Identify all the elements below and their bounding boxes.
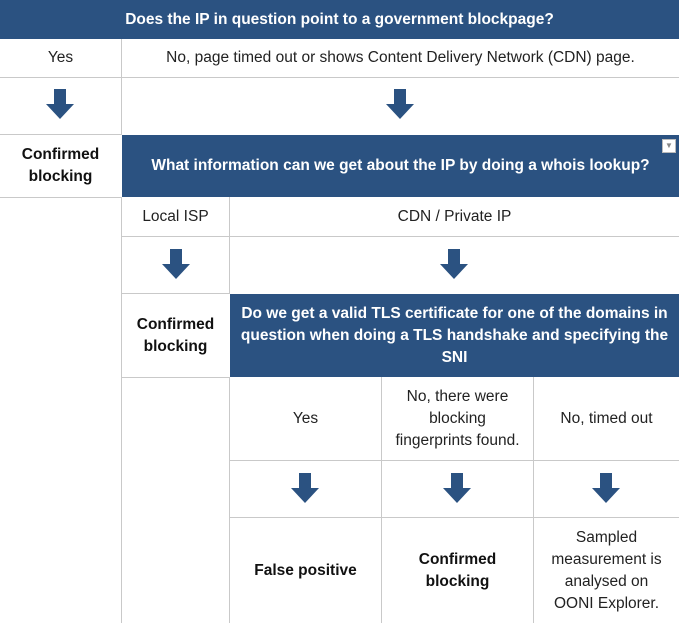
grid-line	[0, 197, 122, 198]
outcome-sampled-line: OONI Explorer.	[553, 594, 660, 612]
grid-line	[533, 377, 534, 623]
outcome-sampled-line: Sampled	[575, 528, 638, 546]
answer-tls-timeout-label: No, timed out	[560, 409, 653, 427]
grid-line	[121, 197, 122, 623]
down-arrow-icon	[46, 89, 74, 119]
grid-line	[122, 293, 230, 294]
grid-line	[0, 134, 122, 135]
answer-tls-yes: Yes	[230, 377, 381, 460]
grid-line	[122, 236, 679, 237]
question-whois-text: What information can we get about the IP…	[151, 157, 650, 174]
outcome-line: Confirmed	[21, 146, 100, 163]
answer-tls-yes-label: Yes	[292, 409, 319, 427]
answer-tls-fp-line: fingerprints found.	[395, 431, 520, 449]
answer-tls-fingerprints: No, there were blocking fingerprints fou…	[382, 377, 533, 460]
chevron-down-icon[interactable]: ▼	[662, 139, 676, 153]
outcome-line: blocking	[143, 337, 208, 355]
answer-tls-fp-line: No, there were	[406, 387, 509, 405]
answer-tls-timeout: No, timed out	[534, 377, 679, 460]
down-arrow-icon	[443, 473, 471, 503]
outcome-confirmed-blocking: Confirmed blocking	[122, 294, 229, 377]
answer-tls-fp-line: blocking	[429, 409, 486, 427]
outcome-line: blocking	[28, 168, 93, 185]
grid-line	[229, 377, 230, 623]
answer-no-blockpage: No, page timed out or shows Content Deli…	[122, 39, 679, 77]
question-tls-line: SNI	[441, 348, 468, 366]
grid-line	[0, 77, 679, 78]
question-whois: What information can we get about the IP…	[122, 135, 679, 197]
question-tls: Do we get a valid TLS certificate for on…	[230, 294, 679, 377]
question-tls-line: Do we get a valid TLS certificate for on…	[241, 304, 668, 322]
answer-yes-blockpage: Yes	[0, 39, 121, 77]
answer-local-isp: Local ISP	[122, 197, 229, 236]
grid-line	[121, 39, 122, 135]
grid-line	[381, 377, 382, 623]
grid-line	[230, 517, 679, 518]
outcome-sampled-line: analysed on	[564, 572, 649, 590]
down-arrow-icon	[386, 89, 414, 119]
down-arrow-icon	[291, 473, 319, 503]
outcome-sampled-line: measurement is	[551, 550, 662, 568]
grid-line	[122, 377, 230, 378]
outcome-line: Confirmed	[418, 550, 497, 568]
outcome-line: blocking	[425, 572, 490, 590]
outcome-false-positive-label: False positive	[254, 561, 357, 579]
answer-cdn-label: CDN / Private IP	[397, 207, 512, 225]
grid-line	[230, 460, 679, 461]
outcome-false-positive: False positive	[230, 518, 381, 623]
down-arrow-icon	[440, 249, 468, 279]
question-tls-line: question when doing a TLS handshake and …	[240, 326, 669, 344]
down-arrow-icon	[592, 473, 620, 503]
question-blockpage-text: Does the IP in question point to a gover…	[125, 10, 554, 28]
grid-line	[229, 197, 230, 294]
outcome-sampled-measurement: Sampled measurement is analysed on OONI …	[534, 518, 679, 623]
outcome-confirmed-blocking: Confirmed blocking	[382, 518, 533, 623]
answer-no-label: No, page timed out or shows Content Deli…	[166, 49, 635, 66]
question-blockpage: Does the IP in question point to a gover…	[0, 0, 679, 39]
outcome-confirmed-blocking: Confirmed blocking	[0, 135, 121, 197]
answer-local-label: Local ISP	[142, 207, 209, 225]
down-arrow-icon	[162, 249, 190, 279]
answer-yes-label: Yes	[47, 49, 74, 66]
outcome-line: Confirmed	[136, 315, 215, 333]
answer-cdn-private-ip: CDN / Private IP	[230, 197, 679, 236]
